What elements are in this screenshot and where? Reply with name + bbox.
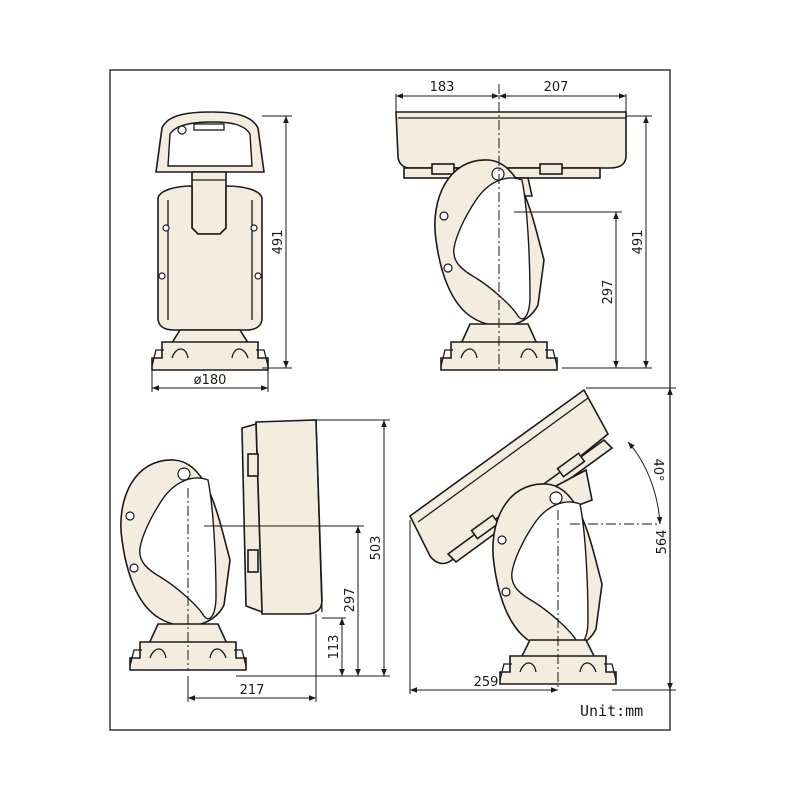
front-view: 491 ø180	[151, 111, 292, 392]
unit-label: Unit:mm	[580, 702, 643, 720]
side-width-left-label: 183	[430, 80, 455, 95]
side-center-height-label: 297	[601, 280, 616, 305]
front-base-diameter-label: ø180	[194, 373, 227, 388]
rear-height-label: 503	[369, 536, 384, 561]
rear-base-height-label: 113	[327, 635, 342, 660]
tilt-angle-label: 40°	[650, 458, 665, 481]
tilted-depth-label: 259	[474, 675, 499, 690]
side-view: 183 207 491 297	[395, 80, 652, 372]
rear-center-height-label: 297	[343, 588, 358, 613]
side-height-label: 491	[631, 230, 646, 255]
tilted-view: 40° 564 259	[408, 387, 676, 694]
rear-view: 503 297 113 217	[120, 419, 390, 702]
front-height-label: 491	[271, 230, 286, 255]
rear-depth-label: 217	[240, 683, 265, 698]
tilted-height-label: 564	[655, 530, 670, 555]
side-width-right-label: 207	[544, 80, 569, 95]
